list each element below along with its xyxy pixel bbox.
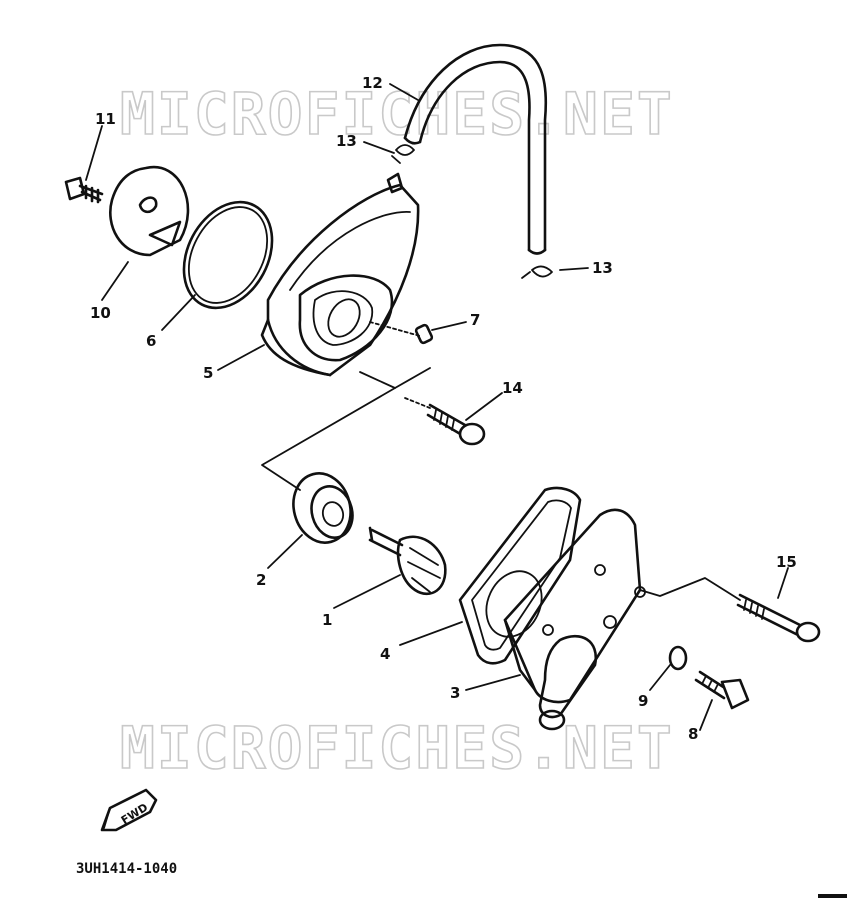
seal-part-2: [292, 472, 354, 544]
o-ring-part-6-inner: [188, 206, 268, 304]
label-part-2: 2: [256, 571, 266, 589]
label-part-11: 11: [95, 110, 116, 128]
pump-cover-part-3: [503, 508, 646, 731]
label-part-15: 15: [776, 553, 797, 571]
label-part-1: 1: [322, 611, 332, 629]
watermark-bottom: MICROFICHES.NET: [120, 714, 674, 782]
pump-housing-part-5: [260, 172, 420, 377]
label-part-9: 9: [638, 692, 648, 710]
fwd-label: FWD: [119, 801, 150, 827]
assembly-guide-lines: [261, 321, 741, 601]
bolt-part-15: [736, 593, 821, 643]
diagram-code: 3UH1414-1040: [76, 861, 177, 877]
hose-part-12: [403, 43, 548, 255]
impeller-part-1: [368, 526, 447, 596]
label-part-6: 6: [146, 332, 156, 350]
label-part-10: 10: [90, 304, 111, 322]
label-part-8: 8: [688, 725, 698, 743]
o-ring-part-6: [182, 200, 274, 310]
forward-arrow-icon: FWD: [100, 788, 158, 832]
dowel-pin-part-7: [414, 323, 434, 345]
label-part-14: 14: [502, 379, 523, 397]
clip-part-13-lower: [521, 265, 553, 279]
screw-part-11: [64, 176, 104, 204]
label-part-13-lower: 13: [592, 259, 613, 277]
label-part-4: 4: [380, 645, 390, 663]
clip-part-13-upper: [391, 144, 415, 164]
screw-part-8: [694, 670, 750, 710]
washer-part-9: [668, 645, 688, 671]
label-part-7: 7: [470, 311, 480, 329]
watermark-top: MICROFICHES.NET: [120, 80, 674, 148]
label-part-13-upper: 13: [336, 132, 357, 150]
label-part-5: 5: [203, 364, 213, 382]
gasket-part-4: [458, 486, 582, 665]
label-part-3: 3: [450, 684, 460, 702]
bolt-part-14: [426, 403, 486, 446]
label-part-12: 12: [362, 74, 383, 92]
leader-lines: [85, 83, 789, 731]
plate-part-10: [109, 165, 190, 257]
corner-mark: [818, 894, 847, 898]
